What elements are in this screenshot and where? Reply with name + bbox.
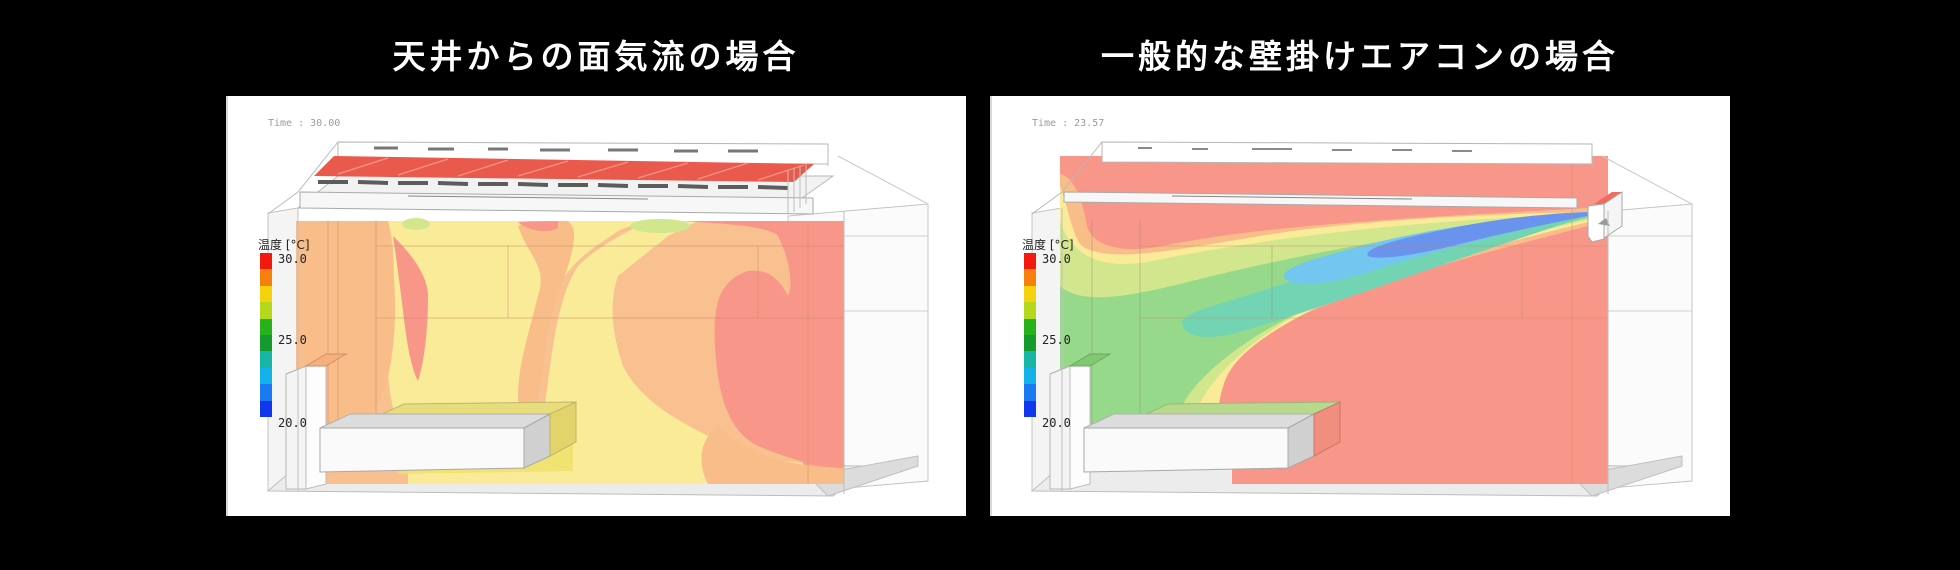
- legend-color-bar: [260, 253, 272, 418]
- room-heatmap-ceiling: [266, 141, 929, 497]
- legend-mid-label: 25.0: [278, 333, 307, 347]
- legend-mid-label: 25.0: [1042, 333, 1071, 347]
- temperature-contours: [1060, 156, 1608, 484]
- legend-title: 温度 [°C]: [1022, 238, 1074, 252]
- legend-title: 温度 [°C]: [258, 238, 310, 252]
- simulation-panel-ceiling-airflow: Time : 30.00 温度 [°C] 30.0 25.0 20.0: [226, 96, 966, 516]
- legend-color-bar: [1024, 253, 1036, 418]
- legend-max-label: 30.0: [278, 252, 307, 266]
- simulation-panel-wall-mounted-ac: Time : 23.57 温度 [°C] 30.0 25.0 20.0: [990, 96, 1730, 516]
- temperature-legend: 温度 [°C] 30.0 25.0 20.0: [1022, 236, 1102, 436]
- legend-min-label: 20.0: [278, 416, 307, 430]
- room-heatmap-wall-ac: [1030, 141, 1693, 497]
- simulation-time-label: Time : 23.57: [1032, 118, 1105, 129]
- temperature-legend: 温度 [°C] 30.0 25.0 20.0: [258, 236, 338, 436]
- legend-max-label: 30.0: [1042, 252, 1071, 266]
- simulation-time-label: Time : 30.00: [268, 118, 341, 129]
- title-wall-mounted-ac: 一般的な壁掛けエアコンの場合: [1101, 37, 1619, 76]
- legend-min-label: 20.0: [1042, 416, 1071, 430]
- title-ceiling-airflow: 天井からの面気流の場合: [392, 37, 800, 76]
